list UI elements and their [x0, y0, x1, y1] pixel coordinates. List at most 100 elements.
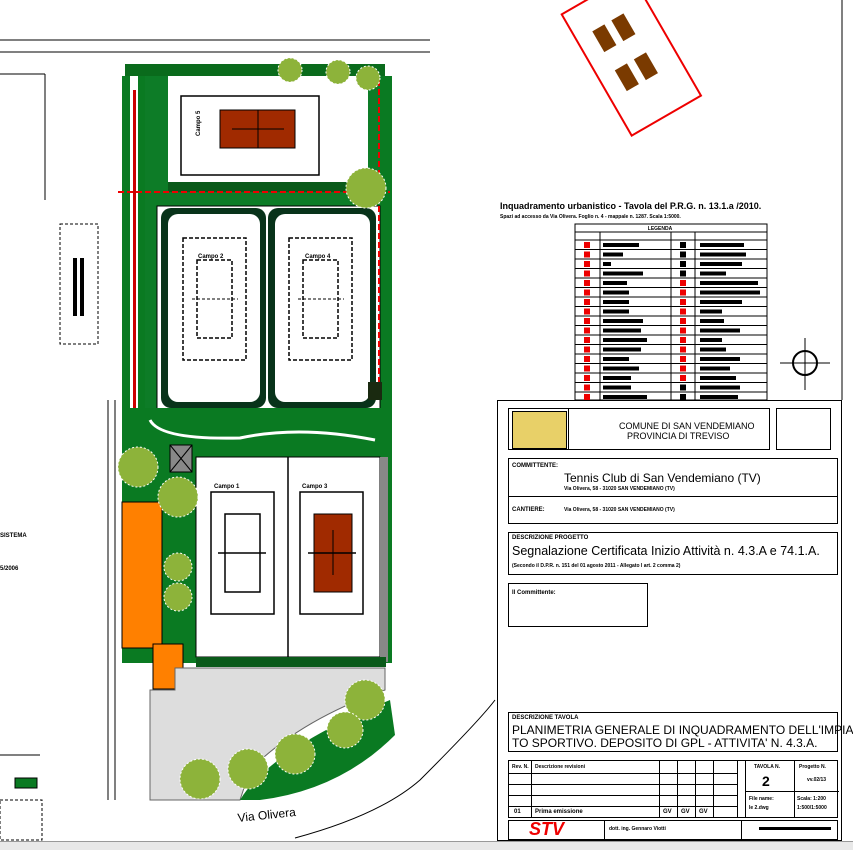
- legend-symbol-icon: [584, 280, 590, 286]
- cantiere-address: Via Olivera, 58 - 31020 SAN VENDEMIANO (…: [564, 507, 675, 513]
- file-label: File name:: [749, 796, 774, 802]
- rev-desc: Prima emissione: [535, 809, 583, 815]
- north-arrow-icon: [780, 338, 830, 390]
- legend-row-bar: [603, 338, 647, 342]
- legend-title: Inquadramento urbanistico - Tavola del P…: [500, 201, 761, 211]
- legend-symbol-icon: [584, 308, 590, 315]
- court-label: Campo 4: [305, 254, 331, 260]
- tavola-n-label: TAVOLA N.: [754, 764, 781, 770]
- header-box: COMUNE DI SAN VENDEMIANO PROVINCIA DI TR…: [508, 408, 770, 450]
- legend-row-bar: [700, 338, 722, 342]
- legend-symbol-icon: [680, 289, 686, 296]
- legend-row-bar: [700, 290, 760, 295]
- progetto-box: DESCRIZIONE PROGETTO Segnalazione Certif…: [508, 532, 838, 575]
- legend-row-bar: [700, 395, 738, 399]
- rev-label: Rev. N.: [512, 764, 529, 770]
- left-fragment: 5/2006: [0, 566, 19, 572]
- legend-symbol-icon: [584, 289, 590, 296]
- legend-symbol-icon: [584, 356, 590, 362]
- legend-row-bar: [603, 309, 629, 314]
- cantiere-label: CANTIERE:: [512, 507, 545, 513]
- legend-row-bar: [603, 357, 629, 361]
- legend-symbol-icon: [584, 346, 590, 353]
- tavola-box: DESCRIZIONE TAVOLA PLANIMETRIA GENERALE …: [508, 712, 853, 752]
- rev-initial: GV: [663, 809, 672, 815]
- progetto-n: vv.02/13: [807, 777, 827, 783]
- studio-box: STV dott. ing. Gennaro Viotti: [508, 820, 838, 840]
- legend-symbol-icon: [680, 261, 686, 267]
- legend-symbol-icon: [680, 299, 686, 305]
- studio-name: dott. ing. Gennaro Viotti: [609, 826, 666, 832]
- legend-symbol-icon: [584, 251, 590, 258]
- legend-symbol-icon: [680, 365, 686, 372]
- rev-initial: GV: [699, 809, 708, 815]
- legend-symbol-icon: [680, 327, 686, 334]
- court-label: Campo 5: [196, 110, 202, 136]
- legend-row-bar: [700, 309, 722, 314]
- legend-row-bar: [603, 385, 631, 390]
- legend-symbol-icon: [584, 242, 590, 248]
- legend-symbol-icon: [680, 337, 686, 343]
- rev-initial: GV: [681, 809, 690, 815]
- legend-symbol-icon: [584, 318, 590, 324]
- clubhouse: [121, 501, 163, 649]
- legend-symbol-icon: [680, 375, 686, 381]
- legend-row-bar: [603, 366, 639, 371]
- committente: Tennis Club di San Vendemiano (TV): [564, 471, 761, 485]
- revisions-table: Rev. N. Descrizione revisioni 01 Prima e…: [508, 760, 839, 818]
- tavola-desc-line: TO SPORTIVO. DEPOSITO DI GPL - ATTIVITA'…: [512, 736, 818, 750]
- legend-row-bar: [700, 347, 726, 352]
- legend-symbol-icon: [584, 375, 590, 381]
- legend-row-bar: [700, 376, 736, 380]
- legend-symbol-icon: [584, 394, 590, 400]
- legend-row-bar: [603, 290, 629, 295]
- region-veneto-logo: [512, 411, 567, 449]
- legend-row-bar: [700, 357, 740, 361]
- legend-row-bar: [700, 262, 742, 266]
- progetto-n-label: Progetto N.: [799, 764, 826, 770]
- legend-row-bar: [603, 271, 643, 276]
- scala-value: 1:500/1:5000: [797, 805, 827, 811]
- legend-row-bar: [700, 281, 758, 285]
- legend-symbol-icon: [680, 280, 686, 286]
- legend-row-bar: [603, 252, 623, 257]
- legend-row-bar: [603, 243, 639, 247]
- legend-symbol-icon: [584, 337, 590, 343]
- legend-symbol-icon: [680, 384, 686, 391]
- legend-row-bar: [700, 328, 740, 333]
- legend-symbol-icon: [680, 308, 686, 315]
- committente-address: Via Olivera, 58 - 31020 SAN VENDEMIANO (…: [564, 486, 675, 492]
- rev-number: 01: [514, 809, 521, 815]
- legend-row-bar: [700, 319, 724, 323]
- court-label: Campo 2: [198, 254, 224, 260]
- legend-row-bar: [700, 300, 742, 304]
- legend-symbol-icon: [680, 270, 686, 277]
- committente-box: COMMITTENTE: Tennis Club di San Vendemia…: [508, 458, 838, 524]
- progetto-note: (Secondo il D.P.R. n. 151 del 01 agosto …: [512, 563, 681, 569]
- provincia: PROVINCIA DI TREVISO: [627, 431, 730, 441]
- tavola-desc: PLANIMETRIA GENERALE DI INQUADRAMENTO DE…: [512, 724, 853, 750]
- legend-symbol-icon: [680, 346, 686, 353]
- legend-row-bar: [603, 328, 641, 333]
- legend-symbol-icon: [680, 251, 686, 258]
- legend-row-bar: [603, 262, 611, 266]
- legend-header: LEGENDA: [648, 226, 673, 232]
- legend-symbol-icon: [584, 365, 590, 372]
- legend-row-bar: [700, 243, 744, 247]
- committente-label: COMMITTENTE:: [512, 463, 558, 469]
- comune: COMUNE DI SAN VENDEMIANO: [619, 421, 755, 431]
- legend-symbol-icon: [680, 318, 686, 324]
- progetto: Segnalazione Certificata Inizio Attività…: [512, 544, 820, 558]
- status-bar: [0, 841, 853, 850]
- legend-subtitle: Spazi ad accesso da Via Olivera. Foglio …: [500, 214, 681, 220]
- trees: [117, 57, 387, 800]
- progetto-label: DESCRIZIONE PROGETTO: [512, 535, 589, 541]
- parking-area: [560, 0, 703, 137]
- legend-symbol-icon: [680, 242, 686, 248]
- tavola-label: DESCRIZIONE TAVOLA: [512, 715, 579, 721]
- legend-row-bar: [603, 300, 629, 304]
- legend-row-bar: [603, 281, 627, 285]
- legend-symbol-icon: [680, 356, 686, 362]
- legend-symbol-icon: [584, 384, 590, 391]
